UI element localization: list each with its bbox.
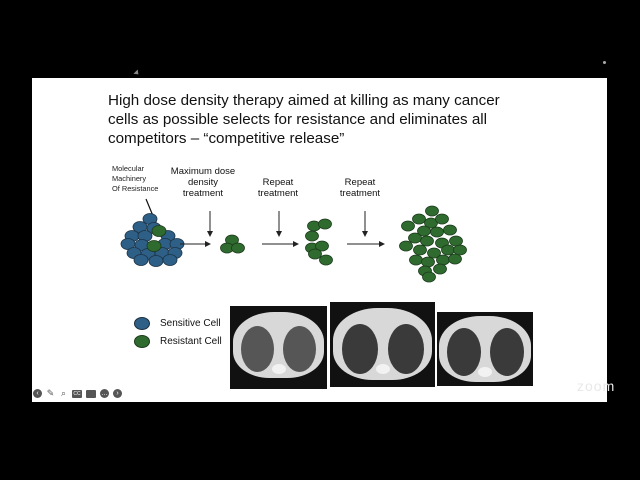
mouse-cursor — [133, 69, 141, 77]
legend-item-sensitive: Sensitive Cell — [134, 314, 222, 332]
ct-scan-2 — [330, 302, 435, 387]
presentation-slide: High dose density therapy aimed at killi… — [32, 78, 614, 402]
step-line: density — [187, 177, 219, 188]
zoom-watermark: zoom — [577, 378, 616, 394]
annotation-line: Machinery — [112, 174, 147, 183]
tumor-resistant-cells — [146, 225, 167, 252]
step-line: treatment — [339, 188, 381, 199]
step-line: treatment — [257, 188, 299, 199]
surviving-cells-1 — [220, 234, 245, 254]
cell-diagram — [120, 198, 467, 283]
camera-icon[interactable] — [86, 389, 96, 398]
pen-icon[interactable]: ✎ — [46, 388, 55, 398]
indicator-dot — [603, 61, 606, 64]
resistant-expansion-cells — [399, 205, 467, 283]
resistance-annotation: Molecular Machinery Of Resistance — [112, 164, 158, 194]
step-line: treatment — [182, 188, 224, 199]
step-line: Repeat — [262, 177, 294, 188]
zoom-icon[interactable]: ⌕ — [60, 388, 67, 398]
step-label-max-dose: Maximum dose density treatment — [160, 166, 246, 199]
legend-label: Sensitive Cell — [160, 317, 221, 329]
step-line: Maximum dose — [170, 166, 236, 177]
step-line: Repeat — [344, 177, 376, 188]
tumor-sensitive-cells — [120, 213, 185, 267]
legend: Sensitive Cell Resistant Cell — [134, 314, 222, 350]
surviving-cells-2 — [305, 218, 333, 266]
annotation-line: Of Resistance — [112, 184, 159, 193]
forward-icon[interactable]: › — [113, 389, 122, 398]
step-label-repeat-2: Repeat treatment — [328, 177, 392, 199]
annotation-line: Molecular — [112, 164, 145, 173]
resistant-cell-swatch — [134, 334, 150, 348]
legend-label: Resistant Cell — [160, 335, 222, 347]
more-icon[interactable]: … — [100, 389, 109, 398]
presentation-toolbar: ‹ ✎ ⌕ CC … › — [33, 389, 122, 398]
captions-icon[interactable]: CC — [72, 389, 82, 398]
legend-item-resistant: Resistant Cell — [134, 332, 222, 350]
back-icon[interactable]: ‹ — [33, 389, 42, 398]
step-label-repeat-1: Repeat treatment — [246, 177, 310, 199]
ct-scan-3 — [437, 312, 533, 386]
sensitive-cell-swatch — [134, 316, 150, 330]
slide-title: High dose density therapy aimed at killi… — [108, 92, 500, 147]
ct-scan-1 — [230, 306, 327, 389]
